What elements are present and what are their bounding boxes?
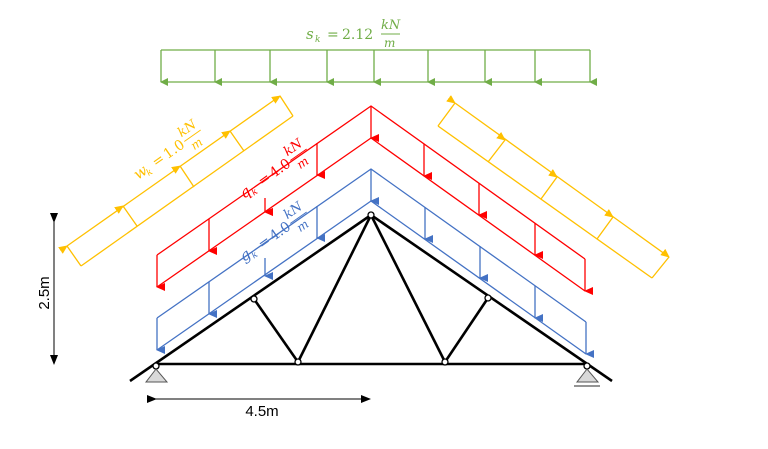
wind-load-right [437, 95, 670, 279]
svg-text:kN: kN [381, 18, 401, 33]
svg-text:k: k [250, 187, 260, 198]
live-load-label: q k = 4.0 kN m [236, 136, 311, 202]
node [250, 295, 258, 303]
node [583, 362, 591, 370]
web-member [252, 298, 300, 363]
dead-load [156, 168, 594, 358]
snow-load-label: s k = 2.12 kN m [306, 18, 401, 50]
roller-support-icon [574, 368, 600, 387]
wind-load-left [58, 95, 294, 267]
svg-text:k: k [145, 167, 155, 178]
svg-text:4.0: 4.0 [267, 156, 294, 182]
svg-text:2.12: 2.12 [342, 27, 373, 43]
svg-text:=: = [327, 27, 339, 43]
snow-load [160, 49, 597, 86]
svg-text:s: s [306, 25, 314, 43]
svg-text:m: m [384, 36, 395, 50]
wind-load-label: w k = 1.0 kN m [130, 117, 205, 183]
truss [129, 213, 613, 383]
node [367, 211, 375, 219]
truss-nodes [152, 211, 591, 370]
svg-text:k: k [315, 35, 320, 45]
svg-text:4.0: 4.0 [267, 219, 294, 245]
live-load [156, 105, 593, 295]
svg-text:k: k [250, 250, 260, 261]
height-dimension-label: 2.5m [36, 276, 53, 309]
node [294, 358, 302, 366]
node [484, 294, 492, 302]
node [441, 358, 449, 366]
span-dimension-label: 4.5m [245, 403, 278, 420]
node [152, 362, 160, 370]
svg-text:1.0: 1.0 [161, 137, 188, 163]
web-member [443, 297, 490, 363]
pinned-support-icon [144, 368, 169, 383]
web-member [296, 214, 373, 363]
web-member [369, 214, 447, 363]
